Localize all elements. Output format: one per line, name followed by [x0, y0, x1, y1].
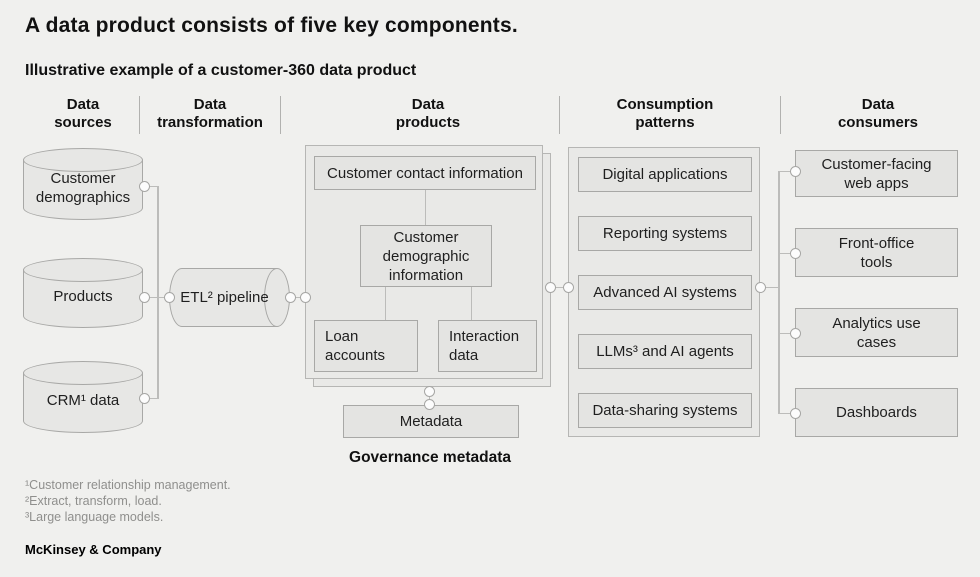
cylinder-top: [23, 361, 143, 385]
node-front-office-tools: Front-office tools: [795, 228, 958, 277]
page-title: A data product consists of five key comp…: [25, 14, 518, 37]
connector-dot: [544, 281, 556, 293]
column-header-data-consumers: Data consumers: [837, 96, 919, 131]
header-divider: [280, 96, 281, 134]
connector-dot: [789, 247, 801, 259]
data-source-crm-data: CRM¹ data: [23, 361, 143, 433]
connector-line: [778, 252, 795, 254]
pipeline-body: [182, 268, 277, 327]
connector-dot: [789, 407, 801, 419]
footnote-llm: ³Large language models.: [25, 510, 164, 524]
connector-line: [148, 296, 164, 298]
connector-dot: [163, 291, 175, 303]
node-customer-facing-web-apps: Customer-facing web apps: [795, 150, 958, 197]
etl-pipeline: ETL² pipeline: [169, 268, 290, 327]
column-header-data-products: Data products: [395, 96, 461, 131]
cylinder-top: [23, 258, 143, 282]
connector-dot: [284, 291, 296, 303]
connector-line: [148, 397, 158, 399]
connector-dot: [562, 281, 574, 293]
header-divider: [780, 96, 781, 134]
connector-line: [148, 185, 158, 187]
node-digital-applications: Digital applications: [578, 157, 752, 192]
header-divider: [139, 96, 140, 134]
connector-dot: [138, 291, 150, 303]
node-reporting-systems: Reporting systems: [578, 216, 752, 251]
connector-line: [290, 296, 306, 298]
node-customer-demographic-information: Customer demographic information: [360, 225, 492, 287]
node-analytics-use-cases: Analytics use cases: [795, 308, 958, 357]
page-subtitle: Illustrative example of a customer-360 d…: [25, 62, 417, 79]
node-loan-accounts: Loan accounts: [314, 320, 418, 372]
column-header-data-sources: Data sources: [54, 96, 112, 131]
etl-pipeline-label: ETL² pipeline: [180, 289, 269, 306]
connector-dot: [754, 281, 766, 293]
node-llms-and-ai-agents: LLMs³ and AI agents: [578, 334, 752, 369]
footnote-crm: ¹Customer relationship management.: [25, 478, 231, 492]
data-source-label: CRM¹ data: [46, 392, 120, 409]
connector-line: [157, 185, 159, 399]
connector-dot: [138, 180, 150, 192]
data-source-label: Products: [53, 288, 113, 305]
column-header-consumption-patterns: Consumption patterns: [616, 96, 714, 131]
connector-line: [760, 286, 779, 288]
connector-line: [778, 332, 795, 334]
node-data-sharing-systems: Data-sharing systems: [578, 393, 752, 428]
node-customer-contact-information: Customer contact information: [314, 156, 536, 190]
connector-line: [778, 170, 780, 414]
connector-dot: [423, 398, 435, 410]
connector-line: [550, 286, 568, 288]
brand-logo: McKinsey & Company: [25, 542, 162, 557]
governance-metadata-caption: Governance metadata: [349, 449, 511, 466]
connector-line: [778, 412, 795, 414]
connector-line: [778, 170, 795, 172]
connector-line: [428, 388, 430, 406]
connector-line: [384, 287, 386, 320]
connector-dot: [138, 392, 150, 404]
column-header-data-transformation: Data transformation: [157, 96, 263, 131]
connector-dot: [423, 385, 435, 397]
header-divider: [559, 96, 560, 134]
data-source-products: Products: [23, 258, 143, 328]
node-dashboards: Dashboards: [795, 388, 958, 437]
cylinder-top: [23, 148, 143, 172]
node-metadata: Metadata: [343, 405, 519, 438]
connector-dot: [299, 291, 311, 303]
node-interaction-data: Interaction data: [438, 320, 537, 372]
connector-dot: [789, 327, 801, 339]
data-source-customer-demographics: Customer demographics: [23, 148, 143, 220]
footnote-etl: ²Extract, transform, load.: [25, 494, 162, 508]
connector-line: [424, 190, 426, 225]
connector-line: [470, 287, 472, 320]
node-advanced-ai-systems: Advanced AI systems: [578, 275, 752, 310]
connector-dot: [789, 165, 801, 177]
data-source-label: Customer demographics: [35, 169, 131, 206]
